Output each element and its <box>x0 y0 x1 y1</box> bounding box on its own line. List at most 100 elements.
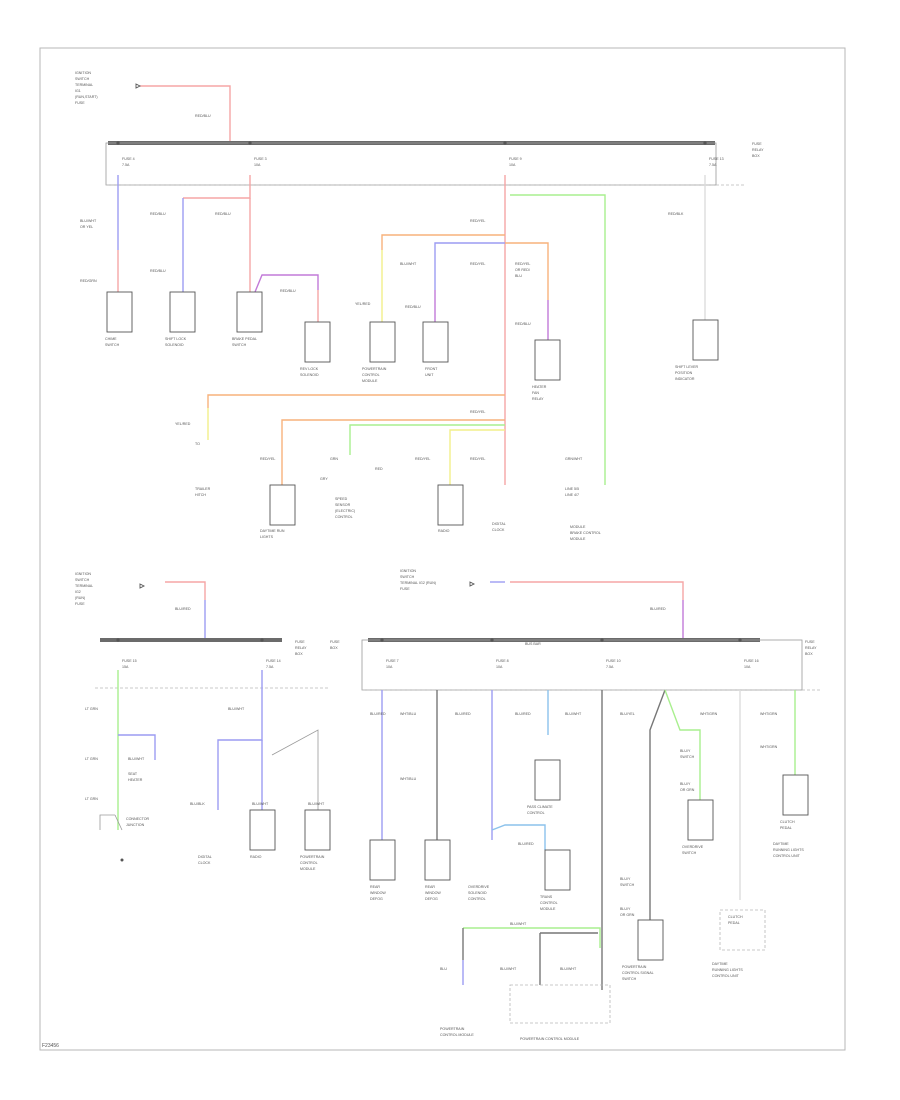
component-box <box>304 321 331 363</box>
svg-text:BRAKE CONTROL: BRAKE CONTROL <box>570 531 601 535</box>
svg-text:FUSE: FUSE <box>75 602 85 606</box>
svg-text:BLU/RED: BLU/RED <box>455 712 471 716</box>
svg-text:MODULE: MODULE <box>540 907 556 911</box>
svg-text:SWITCH: SWITCH <box>232 343 247 347</box>
svg-text:IGNITION: IGNITION <box>400 569 416 573</box>
svg-text:BLU: BLU <box>515 274 522 278</box>
svg-text:BLU/Y: BLU/Y <box>680 749 691 753</box>
svg-text:POWERTRAIN: POWERTRAIN <box>300 855 325 859</box>
svg-text:TERMINAL: TERMINAL <box>75 83 93 87</box>
svg-text:MODULE: MODULE <box>570 525 586 529</box>
svg-text:FUSE 14: FUSE 14 <box>266 659 281 663</box>
svg-text:CONTROL: CONTROL <box>468 897 486 901</box>
component-box <box>782 774 809 816</box>
component-box <box>437 484 464 526</box>
svg-text:GRN/WHT: GRN/WHT <box>565 457 583 461</box>
svg-text:RED/BLU: RED/BLU <box>280 289 296 293</box>
svg-text:CLUTCH: CLUTCH <box>728 915 743 919</box>
svg-text:CONTROL: CONTROL <box>527 811 545 815</box>
svg-text:YEL/RED: YEL/RED <box>355 302 371 306</box>
svg-text:WHT/BLU: WHT/BLU <box>400 777 417 781</box>
svg-text:DAYTIME RUN: DAYTIME RUN <box>260 529 285 533</box>
svg-text:OR GRN: OR GRN <box>620 913 635 917</box>
svg-text:BLU/Y: BLU/Y <box>620 877 631 881</box>
svg-text:SWITCH: SWITCH <box>75 578 90 582</box>
svg-text:LINE 4/7: LINE 4/7 <box>565 493 579 497</box>
svg-text:BOX: BOX <box>805 652 813 656</box>
svg-text:YEL/RED: YEL/RED <box>175 422 191 426</box>
svg-text:RED/YEL: RED/YEL <box>470 457 485 461</box>
svg-text:TRANS: TRANS <box>540 895 553 899</box>
component-box <box>249 809 276 851</box>
svg-text:IGNITION: IGNITION <box>75 71 91 75</box>
svg-text:CONTROL: CONTROL <box>362 373 380 377</box>
svg-text:SENSOR: SENSOR <box>335 503 351 507</box>
bottom-right-section: IGNITION SWITCH TERMINAL IG2 (RUN) FUSE … <box>330 569 820 1041</box>
svg-text:FUSE 8: FUSE 8 <box>496 659 509 663</box>
svg-text:RED/BLK: RED/BLK <box>668 212 684 216</box>
svg-text:BLU/RED: BLU/RED <box>370 712 386 716</box>
svg-text:GRN: GRN <box>330 457 338 461</box>
svg-text:BLU/Y: BLU/Y <box>680 782 691 786</box>
svg-text:DAYTIME: DAYTIME <box>773 842 789 846</box>
svg-text:DIGITAL: DIGITAL <box>492 522 506 526</box>
svg-text:MODULE: MODULE <box>362 379 378 383</box>
svg-text:10A: 10A <box>744 665 751 669</box>
svg-text:CONTROL MODULE: CONTROL MODULE <box>440 1033 474 1037</box>
svg-text:FUSE 9: FUSE 9 <box>509 157 522 161</box>
figure-id: F23456 <box>42 1043 59 1049</box>
svg-text:BLU/RED: BLU/RED <box>515 712 531 716</box>
component-box <box>687 799 714 841</box>
svg-text:LIGHTS: LIGHTS <box>260 535 274 539</box>
svg-text:HEATER: HEATER <box>532 385 547 389</box>
diagram-border <box>39 47 846 1051</box>
svg-text:BLU/WHT: BLU/WHT <box>228 707 245 711</box>
svg-text:RED/YEL: RED/YEL <box>470 262 485 266</box>
svg-text:10A: 10A <box>509 163 516 167</box>
svg-text:WHT/GRN: WHT/GRN <box>760 712 778 716</box>
svg-text:BLU/WHT: BLU/WHT <box>80 219 97 223</box>
svg-text:RELAY: RELAY <box>532 397 544 401</box>
svg-text:CONNECTOR: CONNECTOR <box>126 817 149 821</box>
svg-text:FUSE 4: FUSE 4 <box>122 157 135 161</box>
component-box <box>269 484 296 526</box>
svg-text:SWITCH: SWITCH <box>105 343 120 347</box>
svg-text:GRY: GRY <box>320 477 328 481</box>
svg-text:OR YEL: OR YEL <box>80 225 93 229</box>
svg-text:FUSE 15: FUSE 15 <box>122 659 137 663</box>
svg-text:CONTROL SIGNAL: CONTROL SIGNAL <box>622 971 654 975</box>
top-section: IGNITION SWITCH TERMINAL IG1 (RUN,START)… <box>75 71 764 541</box>
svg-text:TERMINAL IG2 (RUN): TERMINAL IG2 (RUN) <box>400 581 436 585</box>
svg-text:SWITCH: SWITCH <box>400 575 415 579</box>
svg-text:RUNNING LIGHTS: RUNNING LIGHTS <box>773 848 804 852</box>
svg-text:BLU/YEL: BLU/YEL <box>620 712 635 716</box>
svg-text:RED/BLU: RED/BLU <box>195 114 211 118</box>
svg-text:10A: 10A <box>386 665 393 669</box>
svg-text:FUSE 16: FUSE 16 <box>744 659 759 663</box>
svg-text:7.5A: 7.5A <box>266 665 274 669</box>
svg-text:PEDAL: PEDAL <box>780 826 792 830</box>
svg-text:BLU/WHT: BLU/WHT <box>128 757 145 761</box>
svg-text:RADIO: RADIO <box>250 855 262 859</box>
svg-text:SWITCH: SWITCH <box>620 883 635 887</box>
svg-text:DEFOG: DEFOG <box>370 897 383 901</box>
component-box <box>422 321 449 363</box>
svg-text:RED/GRN: RED/GRN <box>80 279 97 283</box>
svg-text:SPEED: SPEED <box>335 497 348 501</box>
svg-text:RADIO: RADIO <box>438 529 450 533</box>
svg-text:OR GRN: OR GRN <box>680 788 695 792</box>
svg-text:BUS BAR: BUS BAR <box>525 642 541 646</box>
svg-text:BLU/WHT: BLU/WHT <box>252 802 269 806</box>
svg-text:IG2: IG2 <box>75 590 81 594</box>
svg-text:SOLENOID: SOLENOID <box>300 373 319 377</box>
svg-text:SWITCH: SWITCH <box>75 77 90 81</box>
svg-text:DEFOG: DEFOG <box>425 897 438 901</box>
svg-text:15A: 15A <box>122 665 129 669</box>
svg-text:LINE 5/5: LINE 5/5 <box>565 487 579 491</box>
svg-text:RED/BLU: RED/BLU <box>215 212 231 216</box>
svg-text:7.5A: 7.5A <box>606 665 614 669</box>
svg-text:POWERTRAIN: POWERTRAIN <box>440 1027 465 1031</box>
svg-text:DIGITAL: DIGITAL <box>198 855 212 859</box>
svg-text:SOLENOID: SOLENOID <box>468 891 487 895</box>
